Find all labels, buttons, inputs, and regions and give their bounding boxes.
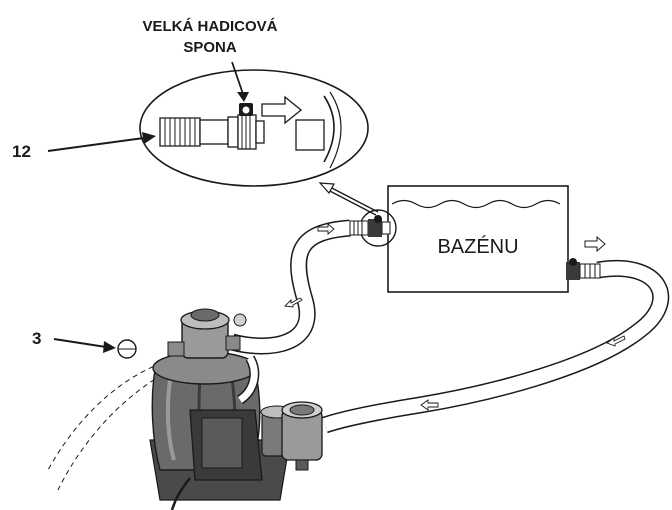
flow-arrow-out-of-pool bbox=[585, 237, 605, 251]
part-number-3: 3 bbox=[32, 329, 41, 348]
callout-leader bbox=[320, 183, 378, 215]
pool-label: BAZÉNU bbox=[437, 235, 518, 258]
outlet-hose-clamp bbox=[566, 258, 600, 280]
callout-title-line1: VELKÁ HADICOVÁ bbox=[142, 18, 277, 35]
part-number-12: 12 bbox=[12, 142, 31, 161]
part-3-pointer bbox=[54, 339, 116, 353]
callout-title-line2: SPONA bbox=[183, 39, 237, 56]
part-12-pointer bbox=[48, 132, 156, 151]
drain-cap bbox=[118, 340, 136, 358]
inlet-hose bbox=[232, 228, 350, 346]
